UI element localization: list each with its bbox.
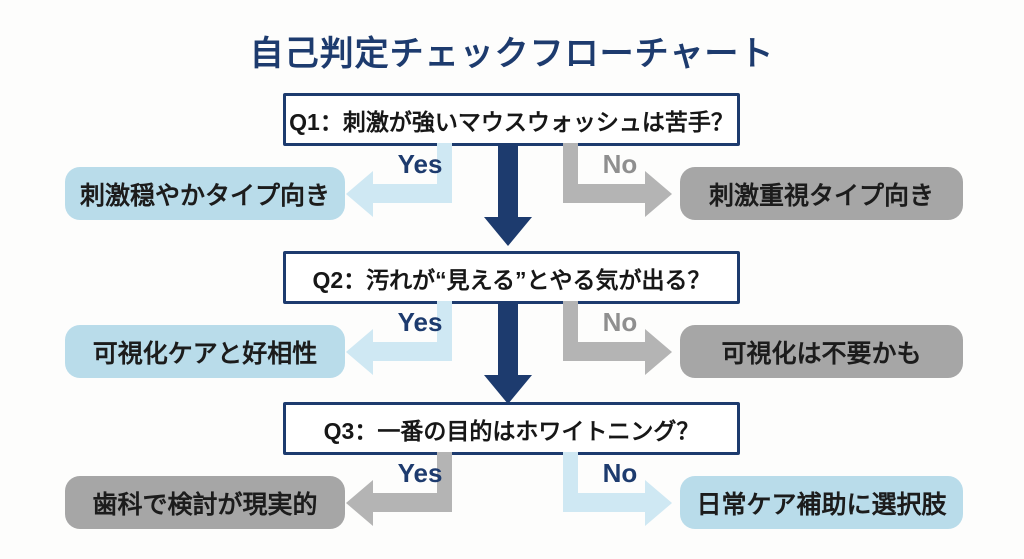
question-box-q2: Q2：汚れが“見える”とやる気が出る？ [283,251,740,304]
question-text: Q2：汚れが“見える”とやる気が出る？ [312,266,711,293]
no-arrowhead-icon [645,171,672,217]
no-label: No [602,307,638,337]
result-box-no: 刺激重視タイプ向き [680,167,963,220]
question-text: Q1：刺激が強いマウスウォッシュは苦手？ [289,108,734,135]
flow-step-1: Q1：刺激が強いマウスウォッシュは苦手？ Yes No 刺激穏やかタイプ向き 刺… [0,93,1024,253]
down-arrowhead-icon [484,217,532,246]
result-box-no: 可視化は不要かも [680,325,963,378]
no-label: No [602,458,638,488]
yes-arrowhead-icon [346,171,373,217]
question-box-q3: Q3：一番の目的はホワイトニング？ [283,402,740,455]
yes-arrowhead-icon [346,329,373,375]
question-text: Q3：一番の目的はホワイトニング？ [323,417,700,444]
down-arrow-shaft [498,143,518,219]
no-arrowhead-icon [645,480,672,526]
yes-label: Yes [397,458,443,488]
yes-label: Yes [397,307,443,337]
page-title: 自己判定チェックフローチャート [249,35,775,73]
no-label: No [602,149,638,179]
question-box-q1: Q1：刺激が強いマウスウォッシュは苦手？ [283,93,740,146]
yes-elbow-horizontal [372,493,452,512]
no-elbow-horizontal [563,184,645,203]
yes-arrowhead-icon [346,480,373,526]
result-box-yes: 可視化ケアと好相性 [65,325,345,378]
down-arrow-shaft [498,301,518,377]
no-arrowhead-icon [645,329,672,375]
yes-elbow-horizontal [372,184,452,203]
flow-step-2: Q2：汚れが“見える”とやる気が出る？ Yes No 可視化ケアと好相性 可視化… [0,251,1024,411]
result-box-no: 日常ケア補助に選択肢 [680,476,963,529]
down-arrowhead-icon [484,375,532,404]
result-box-yes: 歯科で検討が現実的 [65,476,345,529]
yes-label: Yes [397,149,443,179]
flow-step-3: Q3：一番の目的はホワイトニング？ Yes No 歯科で検討が現実的 日常ケア補… [0,402,1024,559]
no-elbow-horizontal [563,342,645,361]
yes-elbow-horizontal [372,342,452,361]
result-box-yes: 刺激穏やかタイプ向き [65,167,345,220]
no-elbow-horizontal [563,493,645,512]
